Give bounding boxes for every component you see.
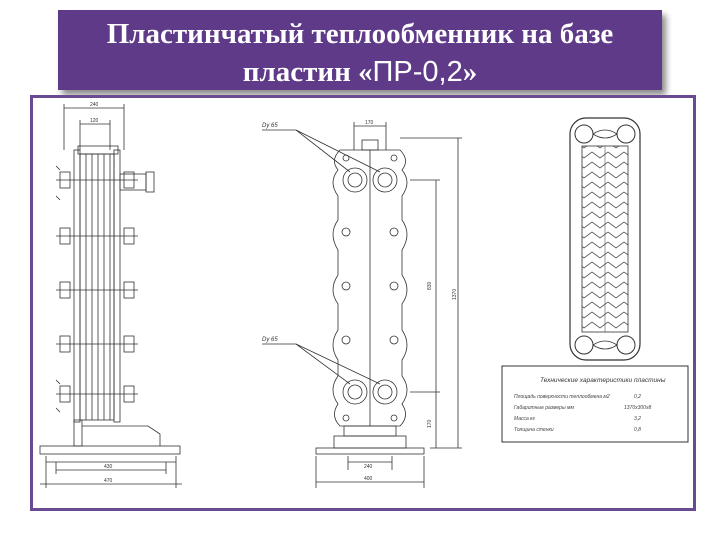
spec-row-value: 3,2 [634, 416, 641, 422]
spec-row-label: Толщина стенки [514, 427, 554, 433]
spec-row-label: Площадь поверхности теплообмена м2 [514, 394, 610, 400]
title-line-2: пластин «ПР-0,2» [58, 56, 662, 88]
title-model: ПР-0,2 [372, 56, 463, 88]
side-dim-base-outer: 470 [104, 478, 113, 484]
port-label-bottom: Dy 65 [262, 337, 278, 343]
title-banner: Пластинчатый теплообменник на базе пласт… [58, 10, 662, 90]
side-view [39, 104, 182, 488]
title-line-1: Пластинчатый теплообменник на базе [106, 18, 614, 50]
front-dim-top-width: 170 [365, 120, 374, 126]
spec-row-label: Масса кг [514, 416, 536, 422]
title-line-2-suffix: » [462, 56, 478, 88]
side-dim-top-width: 240 [90, 102, 99, 108]
front-dim-base-inner: 240 [364, 464, 373, 470]
side-dim-inner-width: 120 [90, 118, 99, 124]
front-dim-base-outer: 400 [364, 476, 373, 482]
spec-table-title: Технические характеристики пластины [540, 377, 666, 384]
plate-view [569, 117, 641, 361]
title-line-2-prefix: пластин « [242, 56, 373, 88]
spec-row-label: Габаритные размеры мм [514, 405, 574, 411]
spec-row-value: 1370х300х8 [624, 405, 651, 411]
spec-row-value: 0,2 [634, 394, 641, 400]
spec-row-value: 0,8 [634, 427, 641, 433]
spec-table-box [501, 365, 689, 443]
front-dim-height-total: 1370 [452, 289, 458, 300]
front-view [262, 122, 462, 488]
front-dim-height-inner: 830 [427, 281, 433, 290]
front-dim-lower: 170 [427, 419, 433, 428]
port-label-top: Dy 65 [262, 123, 278, 129]
side-dim-base-inner: 430 [104, 464, 113, 470]
